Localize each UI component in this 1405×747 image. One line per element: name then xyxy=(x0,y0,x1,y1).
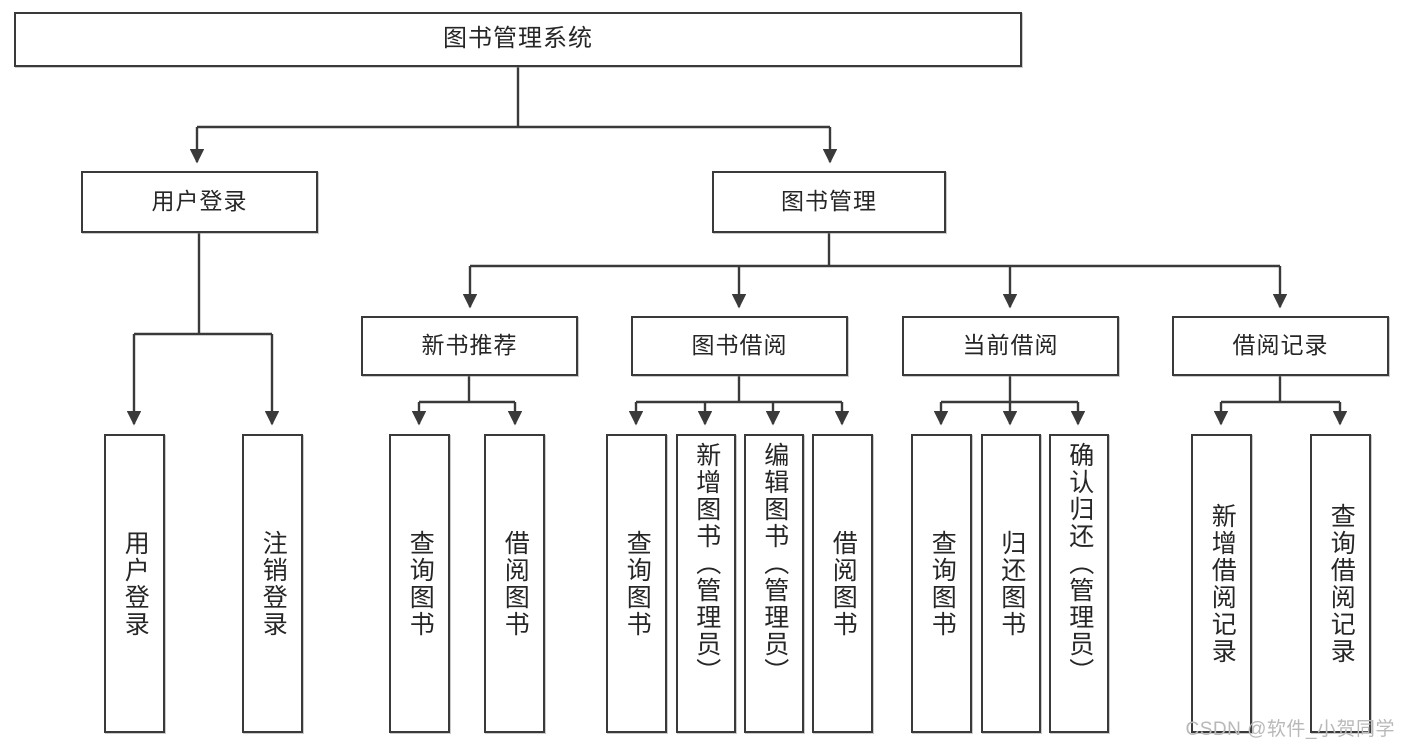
node-current-borrow[interactable]: 当前借阅 xyxy=(902,316,1119,376)
watermark: CSDN @软件_小贺同学 xyxy=(1185,719,1395,740)
node-book-manage[interactable]: 图书管理 xyxy=(712,171,946,233)
leaf-return-book[interactable]: 归还图书 xyxy=(981,434,1041,733)
node-book-borrow[interactable]: 图书借阅 xyxy=(631,316,848,376)
node-root-system[interactable]: 图书管理系统 xyxy=(14,12,1022,67)
leaf-borrow-book-borrow[interactable]: 借阅图书 xyxy=(812,434,873,733)
leaf-confirm-return-admin[interactable]: 确认归还（管理员） xyxy=(1049,434,1109,733)
leaf-query-book-borrow[interactable]: 查询图书 xyxy=(606,434,667,733)
leaf-borrow-book-recommend[interactable]: 借阅图书 xyxy=(484,434,545,733)
leaf-query-borrow-record[interactable]: 查询借阅记录 xyxy=(1310,434,1371,733)
leaf-query-book-current[interactable]: 查询图书 xyxy=(911,434,972,733)
leaf-logout[interactable]: 注销登录 xyxy=(242,434,303,733)
node-borrow-record[interactable]: 借阅记录 xyxy=(1172,316,1389,376)
leaf-edit-book-admin[interactable]: 编辑图书（管理员） xyxy=(744,434,804,733)
leaf-query-book-recommend[interactable]: 查询图书 xyxy=(389,434,450,733)
leaf-add-borrow-record[interactable]: 新增借阅记录 xyxy=(1191,434,1252,733)
leaf-add-book-admin[interactable]: 新增图书（管理员） xyxy=(676,434,736,733)
node-user-login[interactable]: 用户登录 xyxy=(81,171,318,233)
leaf-user-login[interactable]: 用户登录 xyxy=(104,434,165,733)
node-new-book-recommend[interactable]: 新书推荐 xyxy=(361,316,578,376)
